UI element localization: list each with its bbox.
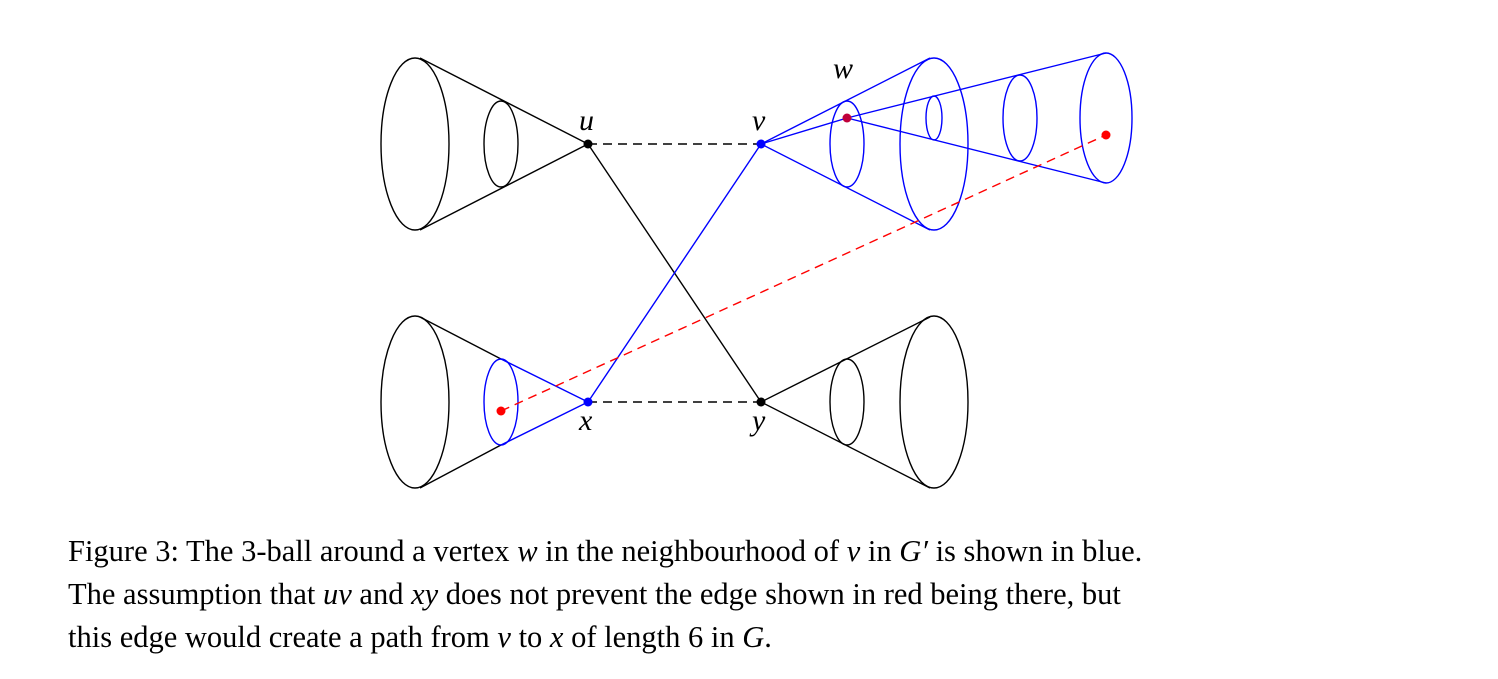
caption-text: and [351, 577, 412, 611]
vertex-y [756, 397, 766, 407]
vertex-u [583, 139, 593, 149]
label-w: w [833, 52, 853, 85]
caption-text: is shown in blue. [927, 534, 1143, 568]
label-x: x [578, 404, 593, 437]
cone-v [760, 57, 969, 231]
math-g: G [742, 620, 765, 654]
figure-caption: Figure 3: The 3-ball around a vertex w i… [68, 530, 1468, 659]
caption-line-1: Figure 3: The 3-ball around a vertex w i… [68, 530, 1468, 573]
caption-text: The assumption that [68, 577, 323, 611]
cone-x [380, 315, 589, 489]
red-endpoint-right [1101, 130, 1111, 140]
label-y: y [749, 404, 766, 437]
vertex-v [756, 139, 766, 149]
caption-text: this edge would create a path from [68, 620, 498, 654]
cone-w [760, 52, 1133, 184]
cone-u [380, 57, 589, 231]
cone-y [760, 315, 969, 489]
caption-text: does not prevent the edge shown in red b… [438, 577, 1121, 611]
caption-text: in [860, 534, 900, 568]
math-x: x [549, 620, 564, 654]
math-w: w [517, 534, 538, 568]
caption-text: to [510, 620, 550, 654]
edge-red-dashed [500, 134, 1107, 412]
edge-vx [587, 143, 762, 403]
vertex-x [583, 397, 593, 407]
caption-text: Figure 3: The 3-ball around a vertex [68, 534, 518, 568]
caption-text: in the neighbourhood of [537, 534, 847, 568]
red-endpoint-left [496, 406, 506, 416]
math-v: v [846, 534, 861, 568]
label-u: u [579, 104, 594, 137]
label-v: v [752, 104, 766, 137]
math-g-prime: G′ [899, 534, 928, 568]
math-v: v [497, 620, 511, 654]
caption-text: . [764, 620, 772, 654]
caption-line-2: The assumption that uv and xy does not p… [68, 573, 1468, 616]
vertex-w [842, 113, 852, 123]
caption-line-3: this edge would create a path from v to … [68, 616, 1468, 659]
math-xy: xy [411, 577, 439, 611]
math-uv: uv [322, 577, 352, 611]
caption-text: of length 6 in [563, 620, 743, 654]
